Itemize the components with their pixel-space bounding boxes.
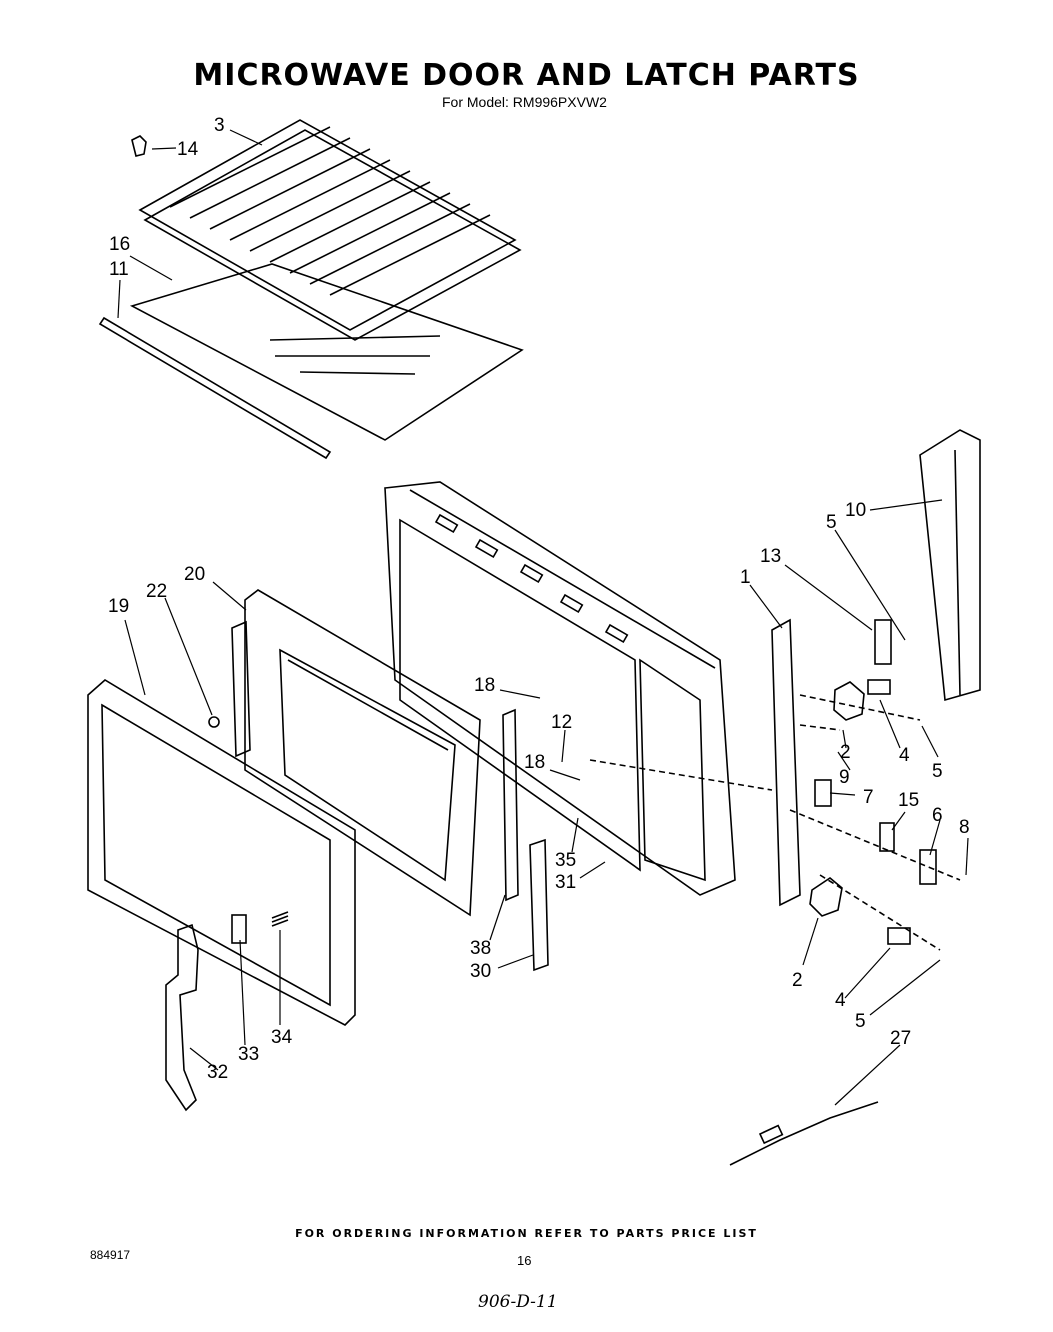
- rack-clip: [131, 135, 147, 157]
- outer-door-frame: [87, 679, 356, 1026]
- handwritten-note: 906-D-11: [478, 1292, 558, 1312]
- latch-guide: [529, 838, 549, 972]
- door-seal-channel: [919, 429, 981, 702]
- callout-6: 6: [932, 805, 943, 826]
- callout-2-lower: 2: [792, 970, 803, 991]
- callout-32: 32: [207, 1062, 228, 1083]
- interlock-switch-upper: [833, 681, 865, 721]
- latch-bracket: [771, 618, 801, 907]
- model-subtitle: For Model: RM996PXVW2: [442, 94, 607, 110]
- callout-4-upper: 4: [899, 745, 910, 766]
- shelf-trim-strip: [98, 316, 332, 460]
- diagram-title: MICROWAVE DOOR AND LATCH PARTS: [193, 58, 860, 93]
- latch-handle: [165, 923, 199, 1112]
- switch-6: [919, 849, 937, 885]
- actuator-lower: [887, 927, 911, 945]
- actuator-upper: [867, 679, 891, 695]
- callout-10: 10: [845, 500, 866, 521]
- door-latch: [231, 914, 247, 944]
- door-hinge-strip: [208, 620, 251, 758]
- bracket-13: [874, 619, 892, 665]
- switch-15: [879, 822, 895, 852]
- oven-rack: [138, 119, 522, 341]
- oven-cavity-frame: [384, 481, 736, 896]
- callout-16: 16: [109, 234, 130, 255]
- callout-12: 12: [551, 712, 572, 733]
- inner-door-panel: [244, 589, 481, 917]
- connection-lines: [589, 694, 961, 951]
- callout-1: 1: [740, 567, 751, 588]
- plate-7: [814, 779, 832, 807]
- callout-22: 22: [146, 581, 167, 602]
- wire-harness: [729, 1101, 879, 1166]
- callout-5-lower: 5: [855, 1011, 866, 1032]
- callout-13: 13: [760, 546, 781, 567]
- callout-7: 7: [863, 787, 874, 808]
- callout-5-top: 5: [826, 512, 837, 533]
- callout-34: 34: [271, 1027, 293, 1048]
- callout-15: 15: [898, 790, 919, 811]
- callout-20: 20: [184, 564, 205, 585]
- callout-5-upper: 5: [932, 761, 943, 782]
- callout-31: 31: [555, 872, 576, 893]
- callout-30: 30: [470, 961, 491, 982]
- callout-11: 11: [109, 259, 129, 280]
- callout-2-upper: 2: [840, 742, 851, 763]
- callout-19: 19: [108, 596, 129, 617]
- callout-18-lower: 18: [524, 752, 545, 773]
- callout-labels: 3 14 16 11 10 5 13 1 20 22 19 18 12 18 2…: [108, 115, 970, 1083]
- callout-14: 14: [177, 139, 199, 160]
- callout-8: 8: [959, 817, 970, 838]
- latch-spring: [271, 911, 289, 927]
- callout-4-lower: 4: [835, 990, 846, 1011]
- choke-strip: [502, 708, 519, 902]
- ordering-info-footer: FOR ORDERING INFORMATION REFER TO PARTS …: [295, 1227, 758, 1240]
- glass-shelf: [129, 263, 524, 441]
- callout-3: 3: [214, 115, 225, 136]
- page-number: 16: [517, 1253, 532, 1268]
- callout-18-upper: 18: [474, 675, 495, 696]
- callout-38: 38: [470, 938, 491, 959]
- callout-35: 35: [555, 850, 576, 871]
- leader-lines: [117, 129, 969, 1106]
- interlock-switch-lower: [809, 877, 843, 917]
- callout-33: 33: [238, 1044, 259, 1065]
- document-number: 884917: [90, 1248, 131, 1262]
- callout-9: 9: [839, 767, 850, 788]
- callout-27: 27: [890, 1028, 911, 1049]
